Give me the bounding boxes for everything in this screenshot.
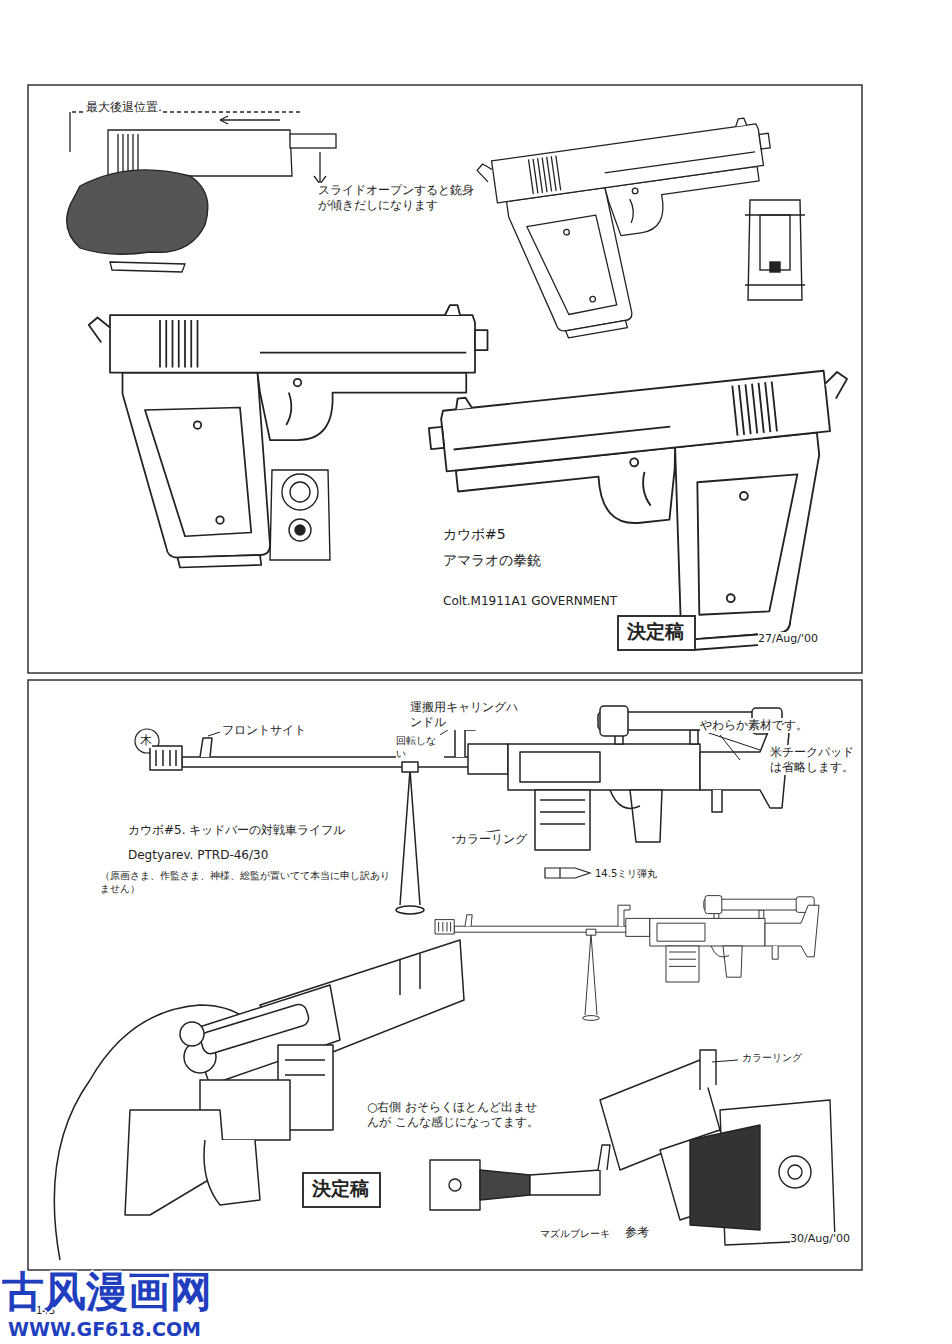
annotation: 30/Aug/'00 <box>790 1232 850 1246</box>
annotation: 14.5ミリ弾丸 <box>595 868 657 881</box>
annotation: マズルブレーキ <box>540 1228 610 1241</box>
annotation: カウボ#5. キッドバーの対戦車ライフル <box>128 823 345 838</box>
annotation: やわらか素材です。 <box>700 718 808 733</box>
annotation: Degtyarev. PTRD-46/30 <box>128 848 268 863</box>
annotation: 木 <box>140 733 152 748</box>
stamp-box: 決定稿 <box>617 615 696 651</box>
annotation: 米チークパッドは省略します。 <box>770 745 858 775</box>
annotation: ○右側 おそらくほとんど出ませんが こんな感じになってます。 <box>367 1100 547 1130</box>
annotation: 参考 <box>625 1225 649 1240</box>
stamp-box: 決定稿 <box>302 1172 381 1208</box>
annotation: カウボ#5 <box>443 526 506 544</box>
annotation: アマラオの拳銃 <box>443 552 541 570</box>
annotation: 運搬用キャリングハンドル <box>410 700 520 730</box>
annotation: 最大後退位置. <box>86 100 162 115</box>
stamp-text: 決定稿 <box>627 619 686 645</box>
annotation: 27/Aug/'00 <box>758 632 818 646</box>
annotation: スライドオープンすると銃身が傾きだしになります <box>318 183 478 213</box>
stamp-text: 決定稿 <box>312 1176 371 1202</box>
watermark: WWW.GF618.COM <box>8 1318 201 1342</box>
annotation: カラーリング <box>455 832 527 847</box>
annotation: カラーリング <box>742 1052 802 1065</box>
watermark: 古风漫画网 <box>2 1266 212 1319</box>
annotation: 回転しない <box>396 735 444 760</box>
annotation: Colt.M1911A1 GOVERNMENT <box>443 594 617 609</box>
annotation: （原画さま、作監さま、神様、総監が置いてて本当に申し訳ありません） <box>100 870 390 895</box>
annotation: フロントサイト <box>222 723 306 738</box>
